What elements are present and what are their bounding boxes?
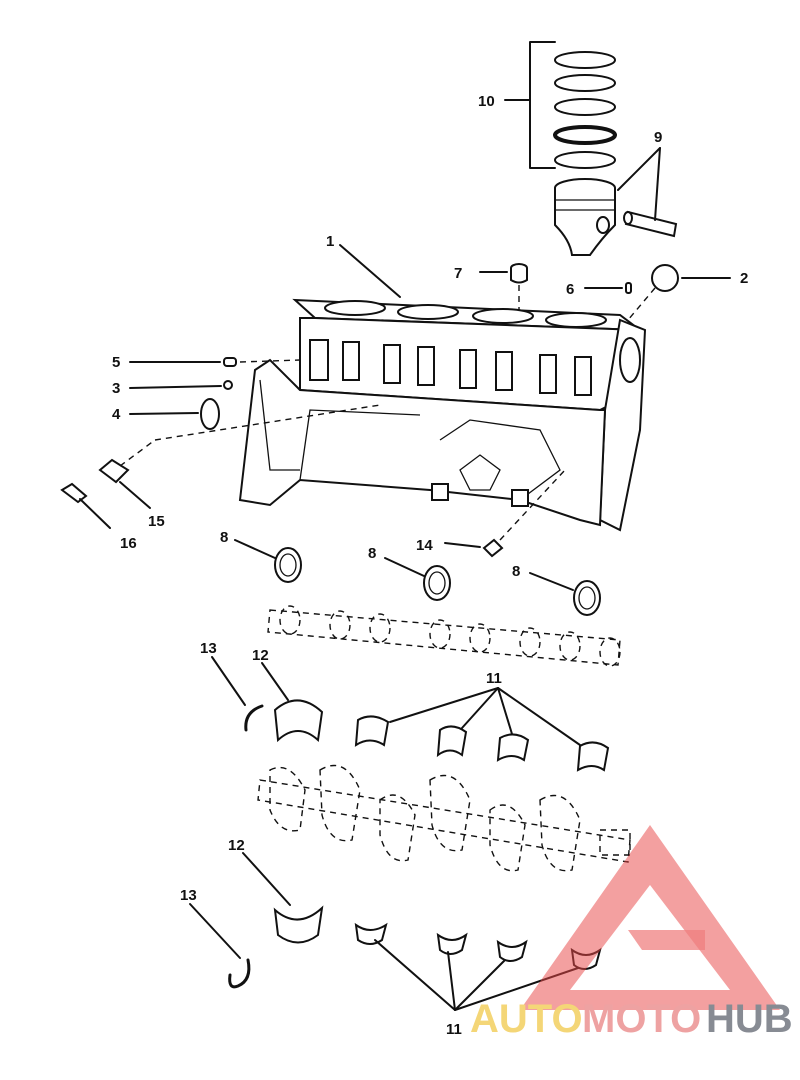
callout-4: 4 [112,406,121,423]
callout-16: 16 [120,535,137,552]
upper-main-bearings [211,656,610,772]
piston-rings [504,41,617,169]
callout-13a: 13 [200,640,217,657]
left-small-parts [60,357,381,529]
callout-7: 7 [454,265,462,282]
callout-14: 14 [416,537,433,554]
cam-bearings [234,539,601,616]
callout-10: 10 [478,93,495,110]
callout-15: 15 [148,513,165,530]
watermark-auto: AUTO [470,997,583,1041]
callout-11b: 11 [446,1021,462,1038]
callout-9: 9 [654,129,662,146]
callout-12a: 12 [252,647,269,664]
automotohub-watermark: AUTO MOTO HUB [470,825,793,1041]
watermark-triangle-icon [520,825,780,1010]
callout-2: 2 [740,270,748,287]
watermark-hub: HUB [706,997,793,1041]
callout-8a: 8 [220,529,228,546]
plug-14 [444,469,566,558]
callout-6: 6 [566,281,574,298]
piston-and-pin [554,147,678,256]
callout-5: 5 [112,354,120,371]
watermark-moto: MOTO [582,997,701,1041]
callout-13b: 13 [180,887,197,904]
callout-12b: 12 [228,837,245,854]
callout-1: 1 [326,233,334,250]
crankshaft [257,764,631,872]
callout-8b: 8 [368,545,376,562]
cylinder-block [238,244,647,532]
camshaft [267,605,621,667]
callout-8c: 8 [512,563,520,580]
callout-11a: 11 [486,670,502,687]
callout-3: 3 [112,380,120,397]
callout-labels: 1 2 3 4 5 6 7 8 8 8 9 10 11 11 12 12 13 … [112,93,748,1038]
